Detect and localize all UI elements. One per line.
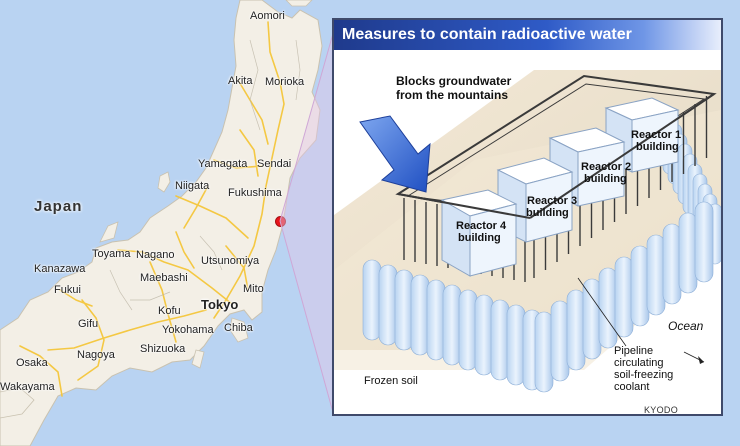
city-label-yamagata: Yamagata xyxy=(198,158,248,170)
city-label-kofu: Kofu xyxy=(158,305,181,317)
reactor-3-label-line1: Reactor 3 xyxy=(527,195,578,207)
fukushima-plant-marker[interactable] xyxy=(275,216,286,227)
front-tube-row xyxy=(362,201,714,393)
city-label-tokyo: Tokyo xyxy=(201,297,239,312)
pipeline-label-line1: Pipeline xyxy=(614,345,654,357)
pipeline-label-line4: coolant xyxy=(614,381,650,393)
pipeline-label-line2: circulating xyxy=(614,357,664,369)
groundwater-label-line1: Blocks groundwater xyxy=(396,74,512,88)
ocean-label: Ocean xyxy=(668,319,704,333)
city-label-aomori: Aomori xyxy=(250,10,285,22)
city-label-shizuoka: Shizuoka xyxy=(140,343,186,355)
city-label-wakayama: Wakayama xyxy=(0,381,55,393)
reactor-1-label-line2: building xyxy=(636,141,679,153)
city-label-fukushima: Fukushima xyxy=(228,187,282,199)
ice-wall-diagram xyxy=(334,70,721,393)
city-label-akita: Akita xyxy=(228,75,253,87)
reactor-1-label-line1: Reactor 1 xyxy=(631,129,682,141)
reactor-2-label-line1: Reactor 2 xyxy=(581,161,632,173)
city-label-gifu: Gifu xyxy=(78,318,99,330)
city-label-fukui: Fukui xyxy=(54,284,81,296)
city-label-kanazawa: Kanazawa xyxy=(34,263,86,275)
groundwater-label-line2: from the mountains xyxy=(396,88,509,102)
panel-title: Measures to contain radioactive water xyxy=(334,20,721,50)
reactor-3-label-line2: building xyxy=(526,207,569,219)
city-label-mito: Mito xyxy=(243,283,264,295)
city-label-yokohama: Yokohama xyxy=(162,324,214,336)
groundwater-arrow xyxy=(359,115,431,193)
city-label-utsunomiya: Utsunomiya xyxy=(201,255,260,267)
reactor-4-label-line1: Reactor 4 xyxy=(456,220,507,232)
frozen-soil-label: Frozen soil xyxy=(364,375,418,387)
city-label-morioka: Morioka xyxy=(265,76,305,88)
reactor-4-label-line2: building xyxy=(458,232,501,244)
city-label-sendai: Sendai xyxy=(257,158,292,170)
city-label-osaka: Osaka xyxy=(16,357,48,369)
city-label-niigata: Niigata xyxy=(175,180,210,192)
city-label-toyama: Toyama xyxy=(92,248,131,260)
city-label-nagano: Nagano xyxy=(136,249,175,261)
country-label: Japan xyxy=(34,198,83,215)
city-label-chiba: Chiba xyxy=(224,322,253,334)
reactor-2-label-line2: building xyxy=(584,173,627,185)
info-panel: Measures to contain radioactive water xyxy=(332,18,723,416)
pipeline-label-line3: soil-freezing xyxy=(614,369,674,381)
credit-label: KYODO GRAPHIC xyxy=(644,405,679,415)
city-label-maebashi: Maebashi xyxy=(140,272,188,284)
city-label-nagoya: Nagoya xyxy=(77,349,115,361)
